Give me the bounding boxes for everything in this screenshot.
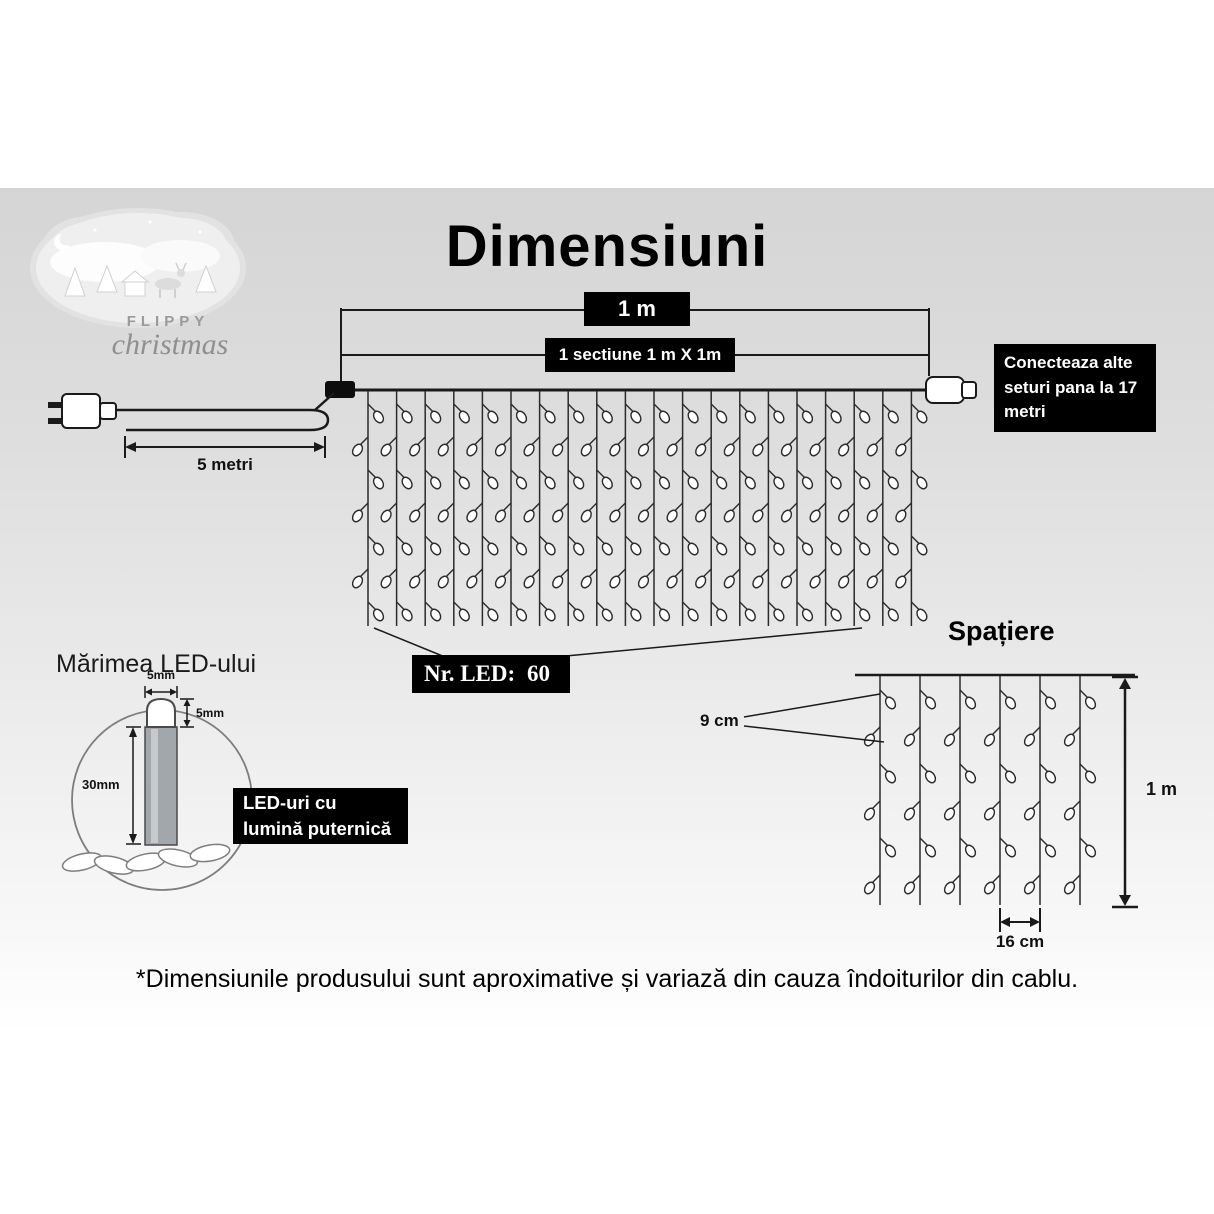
tree-icon [96, 264, 118, 293]
led-curtain-strands [351, 391, 928, 626]
vertical-spacing-label: 9 cm [700, 711, 739, 730]
led-size-diagram [61, 686, 253, 891]
logo-brand-name: FLIPPY [126, 313, 210, 330]
spacing-diagram [743, 673, 1138, 932]
section-label: 1 sectiune 1 m X 1m [545, 338, 735, 372]
led-count-label: Nr. LED: [424, 661, 516, 686]
page-title: Dimensiuni [445, 214, 769, 279]
lead-wire [116, 408, 330, 432]
main-curtain-diagram [48, 308, 977, 658]
pointer-line [565, 627, 863, 657]
cap-width-label: 5mm [146, 668, 175, 682]
spacing-title: Spațiere [948, 616, 1055, 646]
led-bulb-icon [144, 697, 178, 846]
curtain-height-label: 1 m [1146, 779, 1178, 799]
lead-length-arrow [124, 436, 326, 458]
footnote: *Dimensiunile produsului sunt aproximati… [135, 965, 1079, 993]
body-height-label: 30mm [82, 777, 120, 792]
height-arrow-1m [1112, 675, 1138, 909]
tree-icon [195, 264, 217, 293]
led-count-box: Nr. LED: 60 [412, 655, 570, 693]
connect-note-label: Conecteaza alte seturi pana la 17 metri [994, 344, 1156, 432]
cap-width-arrow [144, 686, 178, 698]
pointer-line [373, 627, 446, 658]
house-icon [124, 281, 146, 297]
flippy-christmas-logo-icon [30, 208, 246, 328]
power-plug-icon [48, 393, 117, 429]
body-height-arrow [126, 726, 141, 845]
tree-icon [64, 266, 86, 297]
dimension-label-1m: 1 m [584, 292, 690, 326]
width-arrow-16cm [999, 908, 1041, 932]
spacing-curtain-strands [863, 676, 1097, 905]
logo-brand-script: christmas [111, 328, 229, 361]
led-size-title: Mărimea LED-ului [56, 650, 257, 678]
twisted-wire-icon [61, 843, 231, 875]
deer-icon [155, 262, 187, 298]
cap-height-label: 5mm [196, 706, 225, 720]
cap-height-arrow [180, 698, 194, 728]
horizontal-spacing-label: 16 cm [995, 932, 1045, 951]
lead-length-label: 5 metri [197, 455, 253, 474]
led-count-value: 60 [527, 661, 550, 686]
pointer-line-9cm [743, 725, 885, 743]
end-connector-icon [925, 376, 977, 404]
pointer-line-9cm [743, 693, 881, 718]
led-note-box: LED-uri cu lumină puternică [233, 788, 408, 844]
